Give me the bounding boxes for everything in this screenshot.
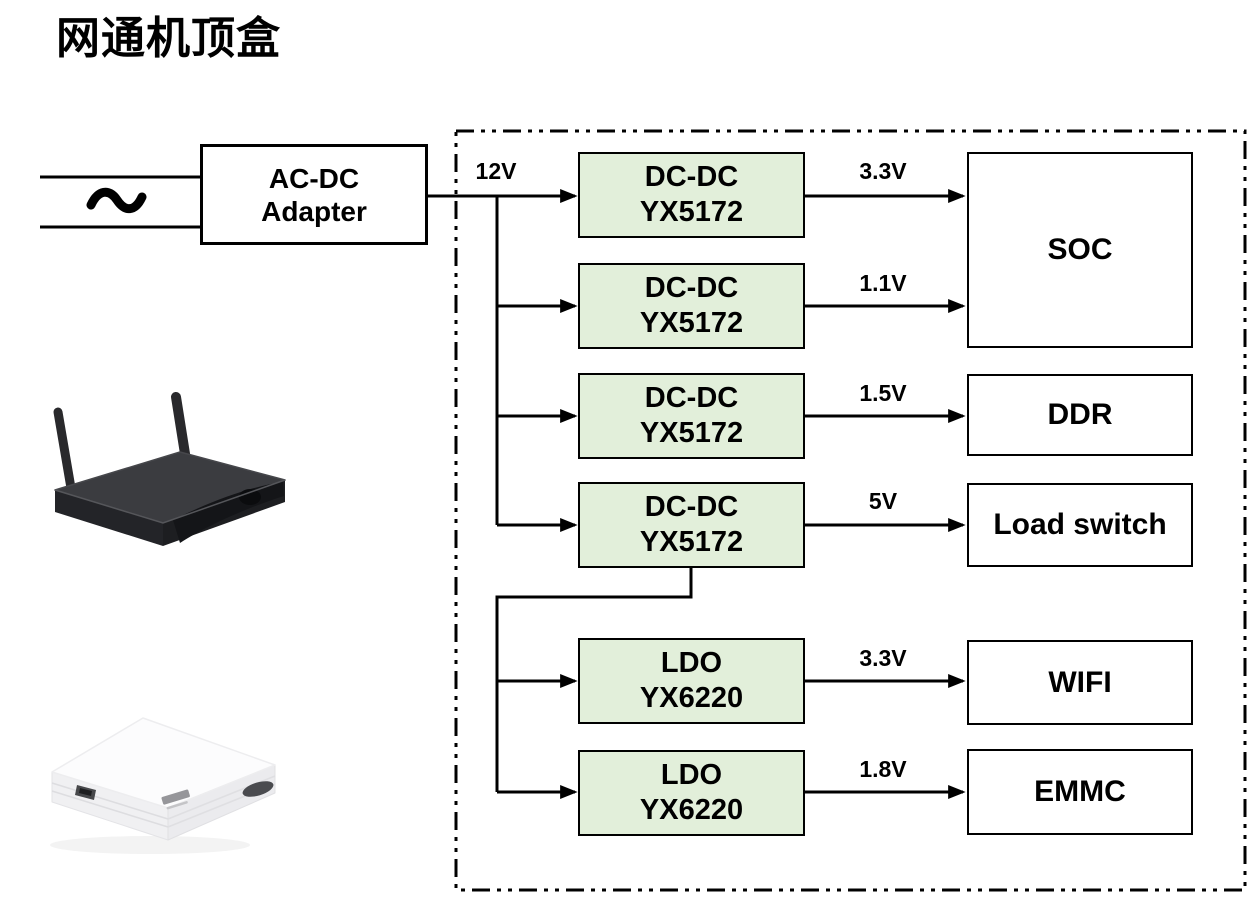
voltage-label-1v8-emmc: 1.8V	[859, 756, 907, 782]
board-outline	[454, 129, 1247, 892]
ldo-block-1: LDO YX6220	[578, 638, 805, 724]
adapter-label-line2: Adapter	[261, 195, 367, 227]
ddr-block: DDR	[967, 374, 1193, 456]
front-port-icon	[242, 781, 274, 797]
antenna-right-icon	[171, 392, 191, 465]
rail-voltage-label: 12V	[475, 158, 517, 184]
white-box-body	[51, 717, 276, 841]
converter-part: YX6220	[639, 682, 744, 714]
ac-tilde-icon	[86, 187, 147, 214]
black-set-top-box-image	[53, 392, 286, 546]
feed-to-ldo-rail	[495, 568, 693, 792]
converter-type: DC-DC	[644, 161, 739, 193]
wifi-block: WIFI	[967, 640, 1193, 725]
page-title: 网通机顶盒	[56, 14, 281, 63]
usb-port-inner	[79, 788, 92, 796]
adapter-label-line1: AC-DC	[268, 162, 360, 194]
antenna-left-icon	[53, 407, 76, 493]
dcdc-block-1: DC-DC YX5172	[578, 152, 805, 238]
ac-dc-adapter-block: AC-DC Adapter	[200, 144, 428, 245]
load-label: WIFI	[1048, 665, 1112, 699]
converter-type: LDO	[660, 647, 723, 679]
black-box-body	[54, 451, 286, 546]
load-label: SOC	[1047, 233, 1113, 266]
converter-type: DC-DC	[644, 382, 739, 414]
white-set-top-box-image	[50, 717, 276, 854]
load-switch-block: Load switch	[967, 483, 1193, 567]
emmc-block: EMMC	[967, 749, 1193, 835]
converter-type: LDO	[660, 759, 723, 791]
soc-block: SOC	[967, 152, 1193, 348]
voltage-label-3v3-wifi: 3.3V	[859, 645, 907, 671]
converter-part: YX5172	[639, 526, 744, 558]
converter-part: YX5172	[639, 417, 744, 449]
converter-part: YX5172	[639, 196, 744, 228]
dcdc-block-4: DC-DC YX5172	[578, 482, 805, 568]
voltage-label-5v-loadswitch: 5V	[868, 488, 898, 514]
voltage-label-1v1-soc: 1.1V	[859, 270, 907, 296]
dcdc-block-2: DC-DC YX5172	[578, 263, 805, 349]
box-shadow	[50, 836, 250, 854]
load-label: Load switch	[993, 508, 1167, 541]
converter-part: YX6220	[639, 794, 744, 826]
dcdc-block-3: DC-DC YX5172	[578, 373, 805, 459]
voltage-label-1v5-ddr: 1.5V	[859, 380, 907, 406]
voltage-label-3v3-soc: 3.3V	[859, 158, 907, 184]
load-label: DDR	[1047, 398, 1113, 431]
converter-type: DC-DC	[644, 272, 739, 304]
load-label: EMMC	[1034, 775, 1126, 808]
converter-part: YX5172	[639, 307, 744, 339]
ldo-block-2: LDO YX6220	[578, 750, 805, 836]
converter-type: DC-DC	[644, 491, 739, 523]
brand-logo	[161, 789, 190, 810]
